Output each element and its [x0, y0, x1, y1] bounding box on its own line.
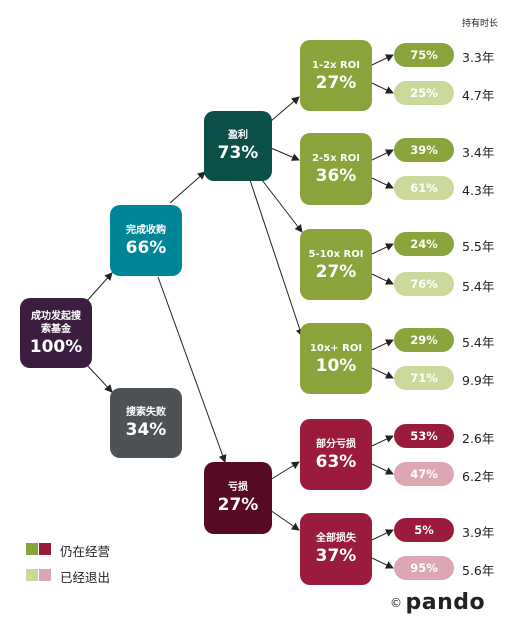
pill-roi3-operating: 24%: [394, 232, 454, 256]
arrow-loss-total: [269, 509, 300, 531]
years-total-exited: 5.6年: [462, 563, 495, 578]
arrow-roi4-ex: [371, 367, 394, 379]
arrow-total-ex: [371, 557, 394, 569]
pill-roi3-exited: 76%: [394, 272, 454, 296]
arrow-roi2-ex: [371, 177, 394, 189]
arrow-acquired-profit: [169, 171, 206, 204]
node-root: 成功发起搜索基金 100%: [20, 298, 92, 368]
pill-partial-exited: 47%: [394, 462, 454, 486]
legend-swatch-exited-green: [26, 569, 38, 581]
node-roi-5-10x: 5-10x ROI 27%: [300, 229, 372, 300]
pando-logo: ©pando: [390, 590, 485, 615]
node-loss: 亏损 27%: [204, 462, 272, 534]
node-partial-loss: 部分亏损 63%: [300, 419, 372, 490]
node-roi-10x-plus: 10x+ ROI 10%: [300, 323, 372, 394]
pill-roi1-operating: 75%: [394, 43, 454, 67]
node-percent: 37%: [315, 546, 357, 566]
arrow-root-failed: [85, 363, 113, 393]
node-percent: 100%: [29, 336, 83, 357]
hold-period-header: 持有时长: [462, 19, 499, 29]
node-label: 完成收购: [126, 224, 166, 236]
arrow-roi1-op: [371, 54, 394, 66]
node-acquired: 完成收购 66%: [110, 205, 182, 276]
years-roi4-operating: 5.4年: [462, 335, 495, 350]
arrow-roi2-op: [371, 149, 394, 161]
arrow-acquired-loss: [157, 276, 227, 463]
node-label: 2-5x ROI: [312, 153, 360, 164]
node-label: 成功发起搜索基金: [31, 310, 81, 335]
arrow-roi3-ex: [371, 273, 394, 285]
pill-total-exited: 95%: [394, 556, 454, 580]
node-label: 盈利: [228, 130, 248, 141]
node-label: 亏损: [228, 482, 248, 493]
node-percent: 34%: [125, 420, 167, 440]
node-percent: 27%: [315, 261, 357, 282]
arrow-partial-op: [371, 435, 394, 447]
node-label: 搜索失败: [126, 407, 166, 418]
node-roi-2-5x: 2-5x ROI 36%: [300, 133, 372, 205]
pill-roi2-operating: 39%: [394, 138, 454, 162]
node-label: 全部损失: [316, 533, 356, 544]
node-failed: 搜索失败 34%: [110, 388, 182, 458]
arrow-loss-partial: [269, 461, 300, 481]
years-partial-exited: 6.2年: [462, 469, 495, 484]
node-label: 5-10x ROI: [308, 248, 364, 260]
legend-swatch-operating-red: [39, 543, 51, 555]
legend-label-operating: 仍在经营: [60, 544, 111, 559]
arrow-profit-roi4: [249, 179, 304, 337]
arrow-profit-roi1: [270, 96, 300, 122]
legend-swatch-operating-green: [26, 543, 38, 555]
arrow-root-acquired: [85, 272, 113, 303]
pill-roi4-operating: 29%: [394, 328, 454, 352]
node-roi-1-2x: 1-2x ROI 27%: [300, 40, 372, 111]
years-partial-operating: 2.6年: [462, 431, 495, 446]
years-roi3-exited: 5.4年: [462, 279, 495, 294]
years-roi1-exited: 4.7年: [462, 88, 495, 103]
node-percent: 63%: [315, 451, 357, 472]
pill-roi1-exited: 25%: [394, 81, 454, 105]
node-percent: 73%: [217, 143, 259, 163]
node-percent: 66%: [125, 237, 167, 258]
years-roi2-operating: 3.4年: [462, 145, 495, 160]
node-percent: 36%: [315, 166, 357, 186]
arrow-partial-ex: [371, 463, 394, 475]
arrow-total-op: [371, 529, 394, 541]
years-total-operating: 3.9年: [462, 525, 495, 540]
node-label: 部分亏损: [316, 438, 356, 450]
years-roi3-operating: 5.5年: [462, 239, 495, 254]
arrow-roi3-op: [371, 243, 394, 255]
pill-total-operating: 5%: [394, 518, 454, 542]
arrow-profit-roi2: [270, 147, 300, 161]
legend-swatch-exited-red: [39, 569, 51, 581]
node-percent: 10%: [315, 355, 357, 376]
node-percent: 27%: [315, 72, 357, 93]
logo-text: pando: [405, 590, 486, 615]
arrow-profit-roi3: [261, 179, 303, 233]
arrow-roi1-ex: [371, 82, 394, 94]
node-percent: 27%: [217, 495, 259, 515]
copyright-icon: ©: [390, 596, 403, 610]
node-label: 10x+ ROI: [309, 342, 363, 354]
pill-partial-operating: 53%: [394, 424, 454, 448]
arrow-roi4-op: [371, 339, 394, 351]
node-profit: 盈利 73%: [204, 111, 272, 181]
pill-roi2-exited: 61%: [394, 176, 454, 200]
years-roi4-exited: 9.9年: [462, 373, 495, 388]
years-roi2-exited: 4.3年: [462, 183, 495, 198]
pill-roi4-exited: 71%: [394, 366, 454, 390]
legend-label-exited: 已经退出: [60, 570, 111, 585]
node-label: 1-2x ROI: [312, 59, 360, 71]
node-total-loss: 全部损失 37%: [300, 513, 372, 585]
years-roi1-operating: 3.3年: [462, 50, 495, 65]
